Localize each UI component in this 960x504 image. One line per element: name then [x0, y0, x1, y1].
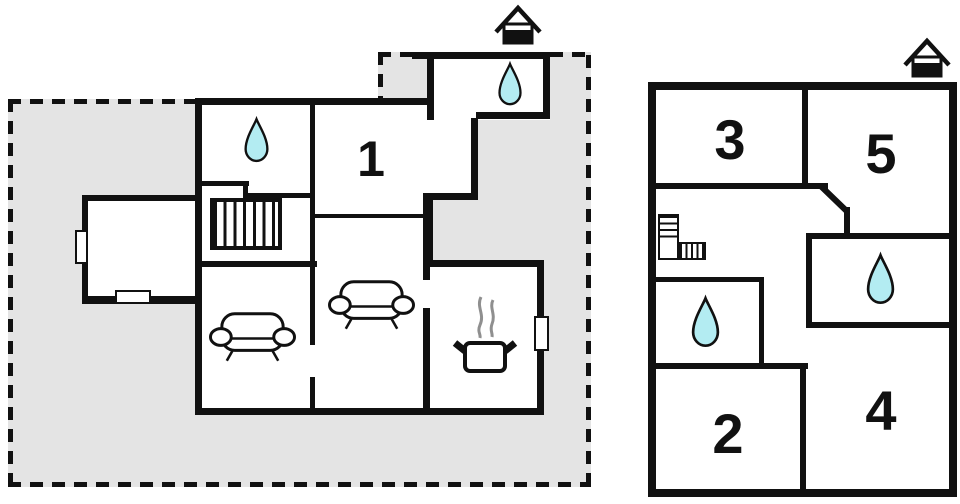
wall — [412, 52, 550, 59]
terrace-boundary-dash — [8, 99, 13, 487]
wall — [648, 363, 808, 369]
room-label-3: 3 — [714, 108, 746, 171]
wall — [648, 183, 828, 189]
wall — [476, 112, 550, 119]
wall — [543, 52, 550, 119]
wall — [197, 181, 249, 186]
wall — [800, 363, 806, 497]
terrace-boundary-dash — [586, 55, 591, 487]
stairs-icon — [658, 214, 679, 260]
wall — [759, 277, 764, 369]
sofa-icon — [328, 279, 415, 331]
wall — [423, 308, 430, 412]
left-plan-floor-corridor — [427, 52, 478, 200]
window-marker — [75, 230, 88, 264]
room-label-4: 4 — [865, 379, 897, 442]
wall — [423, 195, 433, 267]
wall — [243, 193, 313, 198]
water-drop-icon — [496, 59, 524, 110]
wall — [313, 214, 429, 218]
terrace-boundary-dash — [378, 52, 414, 57]
stairs-icon — [678, 242, 706, 260]
house-icon — [494, 4, 542, 46]
stair-treads — [680, 244, 704, 258]
wall — [82, 195, 202, 201]
wall — [806, 322, 957, 328]
left-plan-floor-entrance — [82, 195, 202, 304]
room-label-2: 2 — [712, 402, 744, 465]
room-label-5: 5 — [865, 122, 897, 185]
window-marker — [534, 316, 549, 351]
left-plan-floor-kitchen — [423, 260, 544, 415]
wall — [243, 181, 248, 199]
stove-pot-icon — [450, 294, 520, 374]
wall — [197, 261, 317, 267]
water-drop-icon — [864, 251, 897, 308]
wall — [471, 118, 478, 198]
house-icon — [903, 37, 951, 79]
terrace-boundary-dash — [8, 99, 197, 104]
wall — [310, 103, 315, 265]
sofa-icon — [209, 311, 296, 363]
wall — [802, 82, 808, 188]
wall — [195, 408, 544, 415]
wall — [427, 52, 434, 120]
wall — [195, 98, 202, 415]
wall — [844, 207, 850, 238]
wall — [423, 260, 544, 267]
wall — [310, 377, 315, 412]
water-drop-icon — [242, 114, 271, 167]
stair-treads — [660, 216, 677, 242]
wall — [806, 233, 957, 239]
room-label-1: 1 — [357, 131, 385, 187]
wall — [310, 265, 315, 345]
wall — [806, 233, 812, 328]
terrace-boundary-dash — [8, 482, 591, 487]
wall — [949, 82, 957, 497]
terrace-boundary-dash — [550, 52, 591, 57]
wall — [423, 193, 478, 200]
stairs-icon — [210, 198, 282, 250]
wall — [195, 98, 434, 105]
wall — [648, 82, 656, 497]
terrace-boundary-dash — [378, 52, 383, 99]
wall — [423, 267, 430, 280]
door-marker — [115, 290, 151, 304]
wall — [648, 277, 764, 282]
water-drop-icon — [689, 294, 722, 351]
